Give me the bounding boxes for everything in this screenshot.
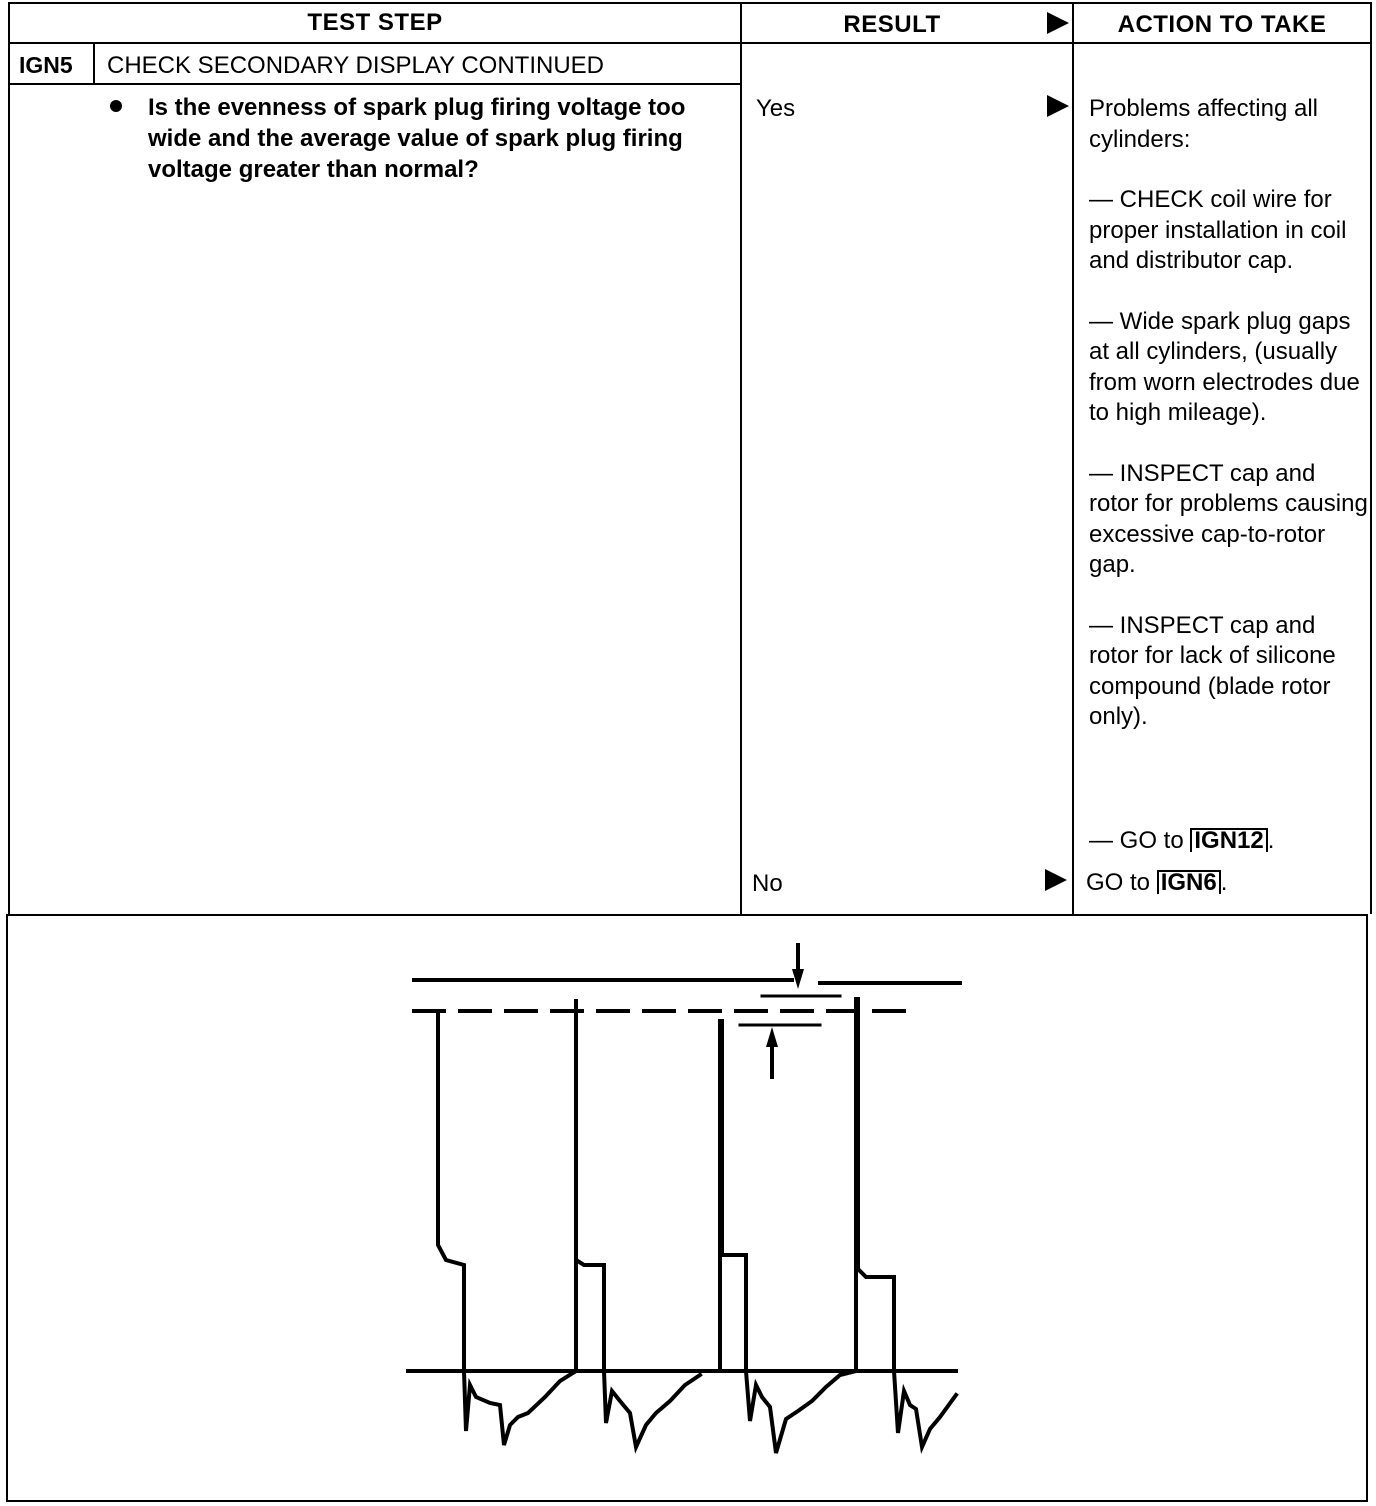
action-yes-goto-prefix: — GO to bbox=[1089, 827, 1184, 854]
period: . bbox=[1267, 827, 1275, 854]
result-yes-arrow-icon bbox=[1047, 95, 1069, 117]
action-yes-item-2: — Wide spark plug gaps at all cylinders,… bbox=[1089, 307, 1360, 427]
header-test-step: TEST STEP bbox=[307, 9, 443, 36]
action-yes: Problems affecting all cylinders: — CHEC… bbox=[1089, 94, 1369, 763]
header-action: ACTION TO TAKE bbox=[1117, 11, 1327, 38]
action-yes-item-4: — INSPECT cap and rotor for lack of sili… bbox=[1089, 611, 1336, 731]
header-arrow-icon bbox=[1047, 12, 1069, 34]
bullet-icon bbox=[110, 100, 122, 112]
header-result: RESULT bbox=[843, 11, 941, 38]
goto-ign12-link[interactable]: IGN12 bbox=[1190, 828, 1268, 853]
period: . bbox=[1220, 869, 1228, 896]
secondary-waveform-illustration bbox=[406, 943, 962, 1454]
step-question: Is the evenness of spark plug firing vol… bbox=[148, 94, 686, 183]
step-title: CHECK SECONDARY DISPLAY CONTINUED bbox=[107, 52, 605, 79]
result-no-arrow-icon bbox=[1045, 869, 1067, 891]
action-yes-item-1: — CHECK coil wire for proper installatio… bbox=[1089, 186, 1347, 274]
result-no: No bbox=[752, 870, 783, 897]
action-yes-intro: Problems affecting all cylinders: bbox=[1089, 95, 1319, 153]
action-no-goto: GO to IGN6. bbox=[1086, 868, 1366, 898]
goto-ign6-link[interactable]: IGN6 bbox=[1156, 870, 1221, 895]
result-yes: Yes bbox=[756, 95, 796, 122]
action-yes-item-3: — INSPECT cap and rotor for problems cau… bbox=[1089, 459, 1368, 579]
action-no-goto-prefix: GO to bbox=[1086, 869, 1151, 896]
action-yes-goto: — GO to IGN12. bbox=[1089, 826, 1369, 856]
step-code: IGN5 bbox=[19, 52, 73, 78]
